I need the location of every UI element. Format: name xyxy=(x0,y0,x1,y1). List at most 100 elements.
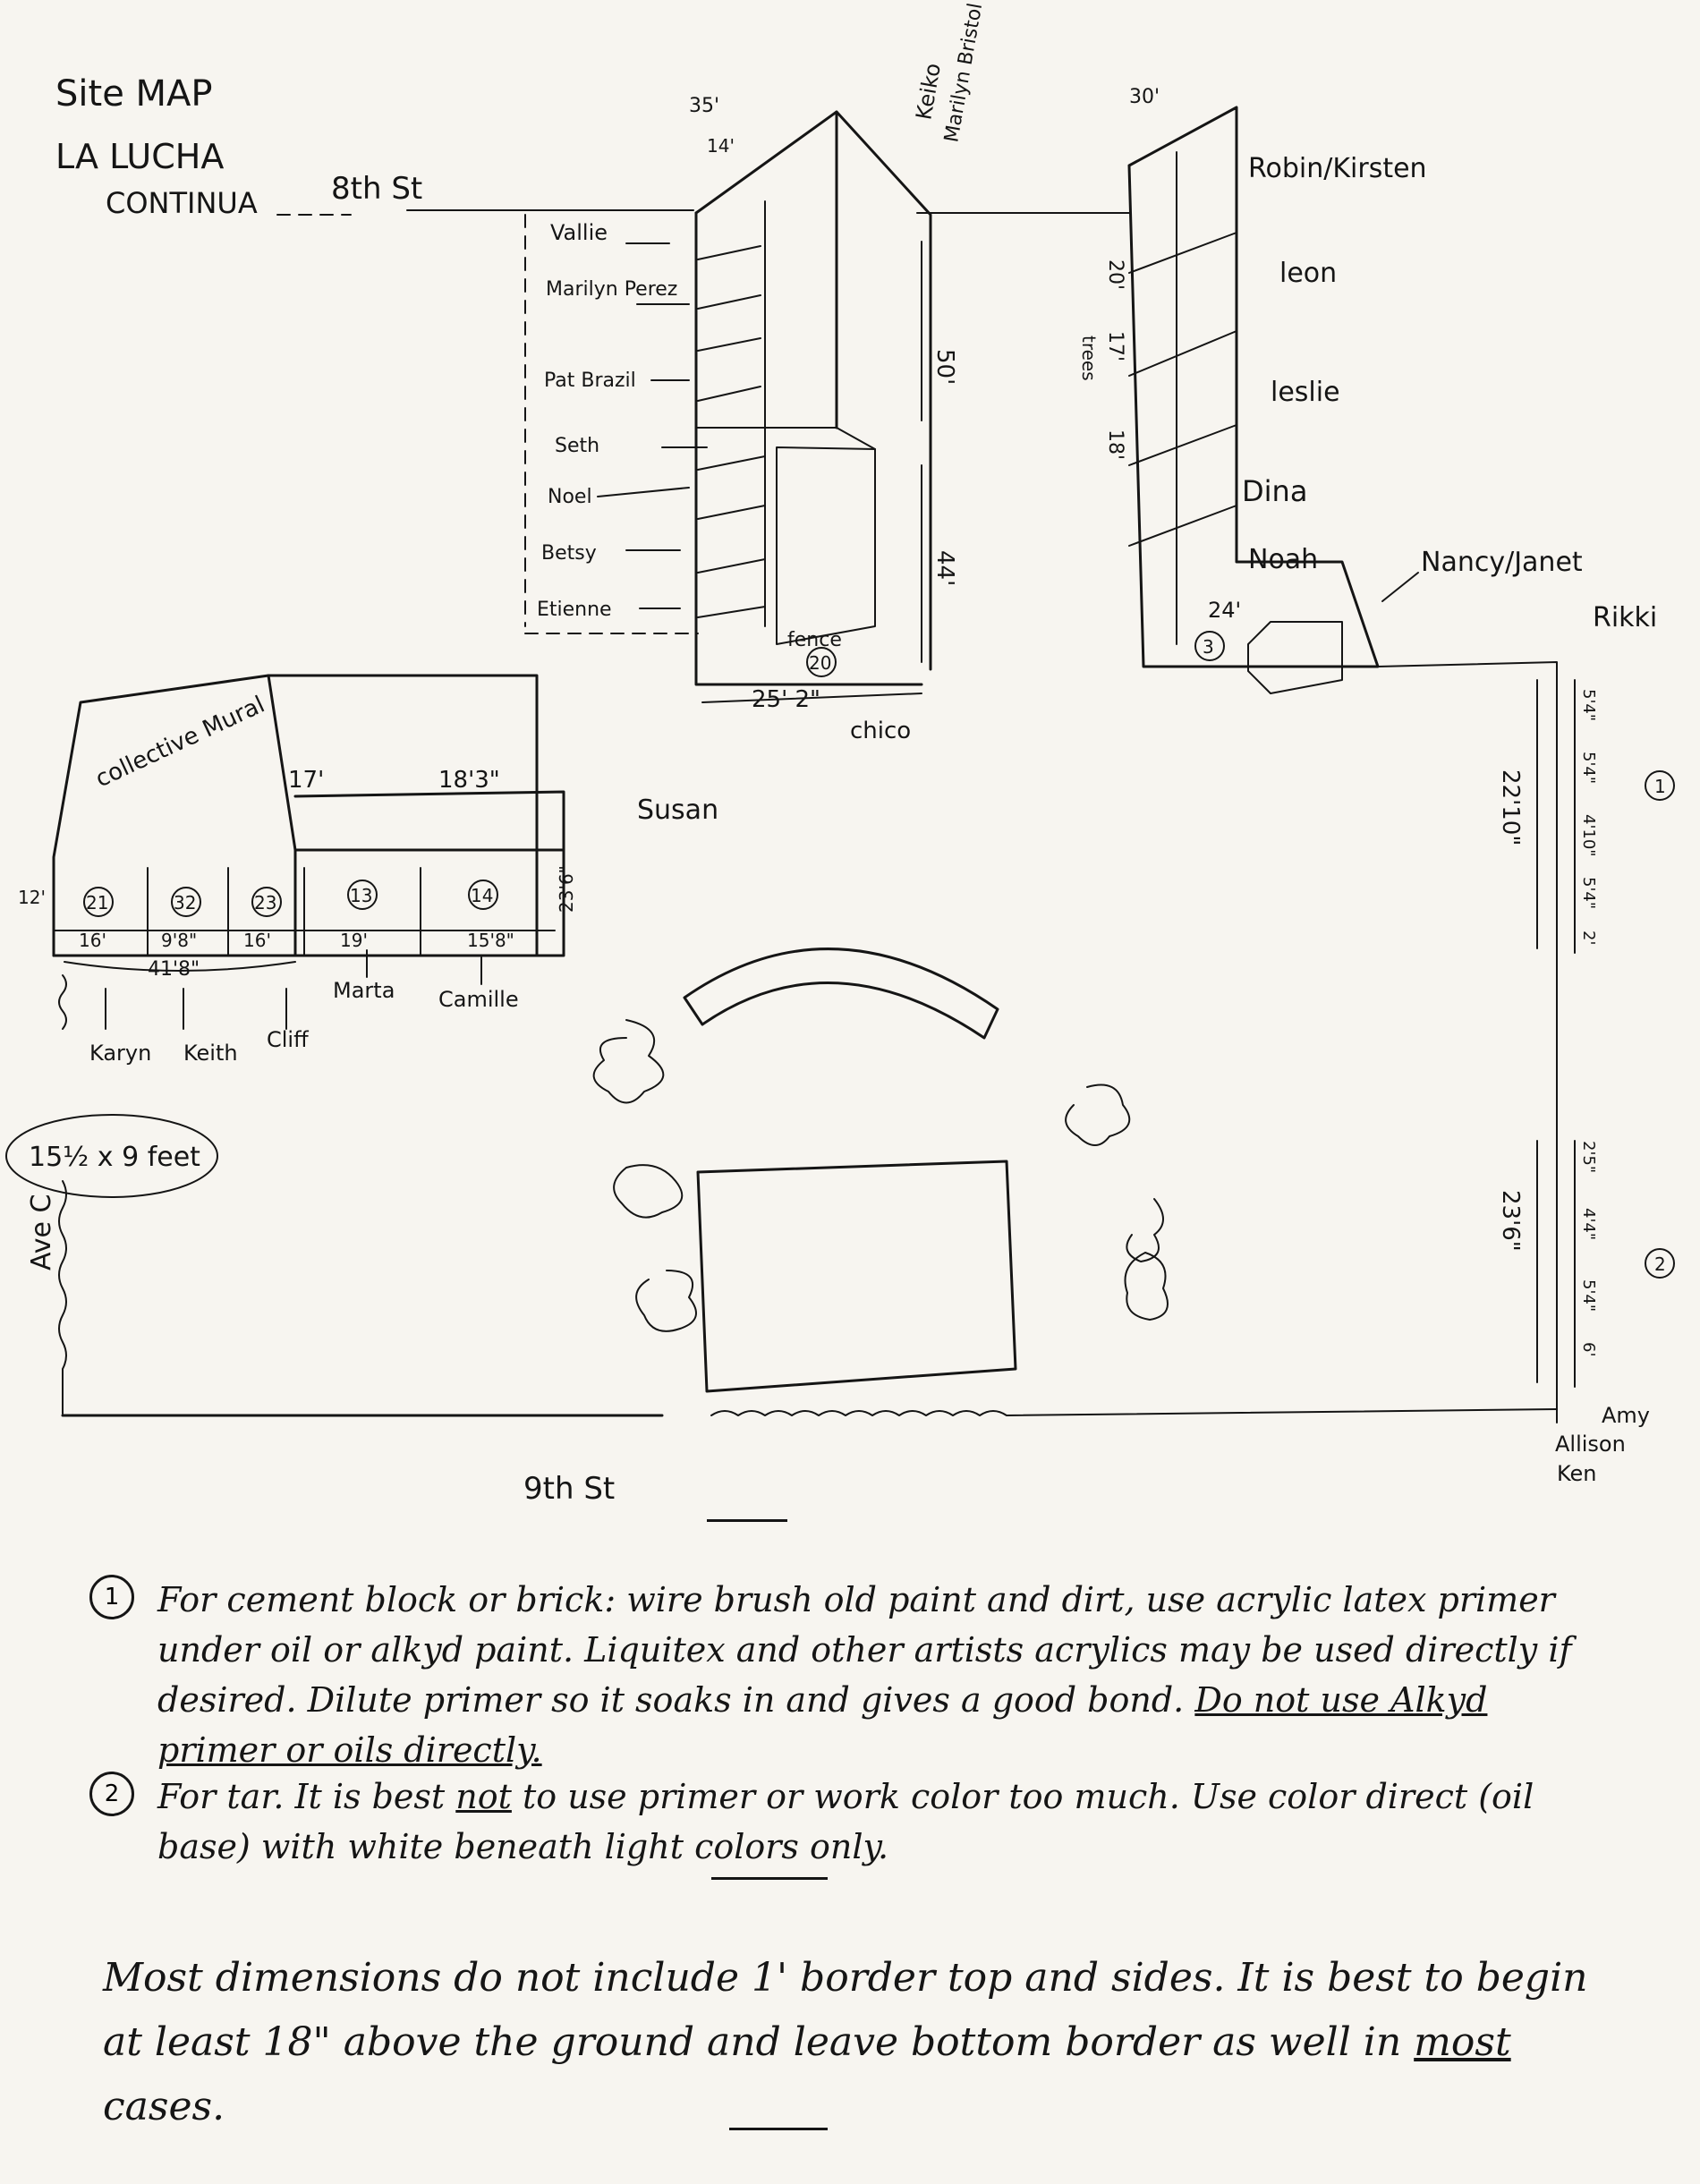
note-2-pre: For tar. It is best xyxy=(157,1777,446,1816)
west-total-brace xyxy=(64,961,296,972)
dim-center-top: 35' xyxy=(689,95,719,117)
artist-pat-brazil: Pat Brazil xyxy=(544,370,636,392)
west-wall-upper xyxy=(267,674,565,957)
note-ref-1-circle xyxy=(1645,770,1675,801)
wall-13-circle xyxy=(347,880,378,910)
east-wall-upper xyxy=(1536,679,1576,954)
west-wavy-boundary xyxy=(58,974,67,1415)
footer-most: most xyxy=(1414,2019,1511,2065)
wall-23-circle xyxy=(251,887,282,917)
artist-rikki: Rikki xyxy=(1593,602,1657,633)
note-ref-2-circle xyxy=(1645,1248,1675,1279)
wall-23: 23 xyxy=(254,892,276,914)
west-panel-dividers xyxy=(147,867,421,956)
tree-icon xyxy=(592,1019,665,1104)
note-1-number: 1 xyxy=(89,1575,134,1619)
note-1: 1 For cement block or brick: wire brush … xyxy=(89,1575,1611,1775)
artist-leslie: leslie xyxy=(1271,377,1340,408)
dim-east-bottom: 24' xyxy=(1208,598,1241,623)
dim-east-top: 30' xyxy=(1129,86,1160,108)
tree-icon xyxy=(1126,1198,1164,1262)
center-roof xyxy=(694,110,932,671)
dim-center-bottom: 25' 2" xyxy=(752,686,820,713)
artist-marilyn-perez: Marilyn Perez xyxy=(546,278,677,301)
artist-marilyn-bristol: Marilyn Bristol xyxy=(940,1,987,144)
artist-susan: Susan xyxy=(637,795,718,826)
tree-icon xyxy=(1065,1084,1131,1146)
center-panel-lines xyxy=(697,245,766,618)
dim-west-3: 16' xyxy=(243,930,271,951)
artist-betsy: Betsy xyxy=(541,542,597,565)
note-2-post: to use primer or work color too much. Us… xyxy=(157,1777,1534,1866)
dim-right-lower-1: 2'5" xyxy=(1579,1141,1598,1173)
street-8th: 8th St xyxy=(331,171,422,207)
dim-west-upper-1: 17' xyxy=(288,767,324,794)
label-collective-mural: collective Mural xyxy=(91,692,268,794)
artist-keith: Keith xyxy=(183,1041,238,1066)
artist-chico: chico xyxy=(850,718,911,744)
dim-right-upper-5: 2' xyxy=(1579,931,1598,945)
dim-center-right-lower: 44' xyxy=(931,550,958,586)
title-line-2: LA LUCHA xyxy=(55,137,224,176)
dim-west-2: 9'8" xyxy=(161,930,197,951)
tree-icon xyxy=(635,1270,697,1332)
wall-14: 14 xyxy=(471,885,493,906)
south-line-east xyxy=(710,1408,1558,1416)
west-wall-outline xyxy=(52,790,565,957)
dim-right-upper-2: 5'4" xyxy=(1579,752,1598,784)
artist-robin-kirsten: Robin/Kirsten xyxy=(1248,153,1427,184)
artist-leon: leon xyxy=(1279,258,1337,289)
note-1-emphasis: Do not use Alkyd primer or oils directly… xyxy=(157,1680,1488,1770)
label-trees: trees xyxy=(1078,336,1100,381)
wall-21-circle xyxy=(83,887,114,917)
wall-20-circle xyxy=(806,647,837,677)
note-2: 2 For tar. It is best not to use primer … xyxy=(89,1772,1611,1872)
artist-amy: Amy xyxy=(1602,1403,1650,1428)
dim-right-upper-3: 4'10" xyxy=(1579,814,1598,857)
artist-nancy-janet: Nancy/Janet xyxy=(1421,547,1583,578)
dim-right-lower: 23'6" xyxy=(1497,1190,1524,1252)
note-2-number: 2 xyxy=(89,1772,134,1816)
artist-vallie: Vallie xyxy=(550,220,608,245)
center-bottom-dim-line xyxy=(701,693,922,703)
artist-karyn: Karyn xyxy=(89,1041,151,1066)
artist-camille: Camille xyxy=(438,987,519,1012)
east-box xyxy=(1247,621,1343,694)
title-line-1: Site MAP xyxy=(55,73,213,115)
label-fence: fence xyxy=(787,629,842,651)
wall-20: 20 xyxy=(809,652,831,674)
wall-13: 13 xyxy=(350,885,372,906)
center-lot-dashed xyxy=(524,214,699,634)
street-ave-c: Ave C xyxy=(26,1194,57,1270)
footer-note: Most dimensions do not include 1' border… xyxy=(103,1946,1606,2139)
dim-west-total: 41'8" xyxy=(148,958,200,981)
dim-right-upper: 22'10" xyxy=(1497,769,1524,846)
footer-pre: Most dimensions do not include 1' border… xyxy=(103,1955,1588,2065)
dim-west-height: 12' xyxy=(18,887,46,908)
dim-west-1: 16' xyxy=(79,930,106,951)
wall-3-circle xyxy=(1194,631,1225,661)
artist-ken: Ken xyxy=(1557,1461,1597,1486)
wall-14-circle xyxy=(468,880,498,910)
dim-susan-h: 23'6" xyxy=(556,865,577,913)
size-note-ellipse xyxy=(5,1114,218,1198)
note-ref-2: 2 xyxy=(1654,1253,1666,1275)
park-plaza xyxy=(696,1160,1017,1393)
dim-west-upper-2: 18'3" xyxy=(438,767,500,794)
divider-rule-mid xyxy=(711,1877,828,1880)
artist-noah: Noah xyxy=(1248,544,1318,575)
note-1-text: For cement block or brick: wire brush ol… xyxy=(157,1575,1611,1775)
wall-3: 3 xyxy=(1203,636,1214,658)
west-artist-arrows xyxy=(105,949,482,1030)
east-wall-lower xyxy=(1536,1140,1576,1388)
artist-noel: Noel xyxy=(548,486,592,508)
artist-cliff: Cliff xyxy=(267,1027,309,1052)
center-courtyard xyxy=(776,446,876,645)
dim-center-top2: 14' xyxy=(707,135,735,157)
note-ref-1: 1 xyxy=(1654,776,1666,797)
wall-21: 21 xyxy=(86,892,108,914)
title-line-3: CONTINUA xyxy=(106,186,258,220)
dim-east-mid-3: 18' xyxy=(1104,429,1126,460)
artist-dina: Dina xyxy=(1242,474,1307,508)
